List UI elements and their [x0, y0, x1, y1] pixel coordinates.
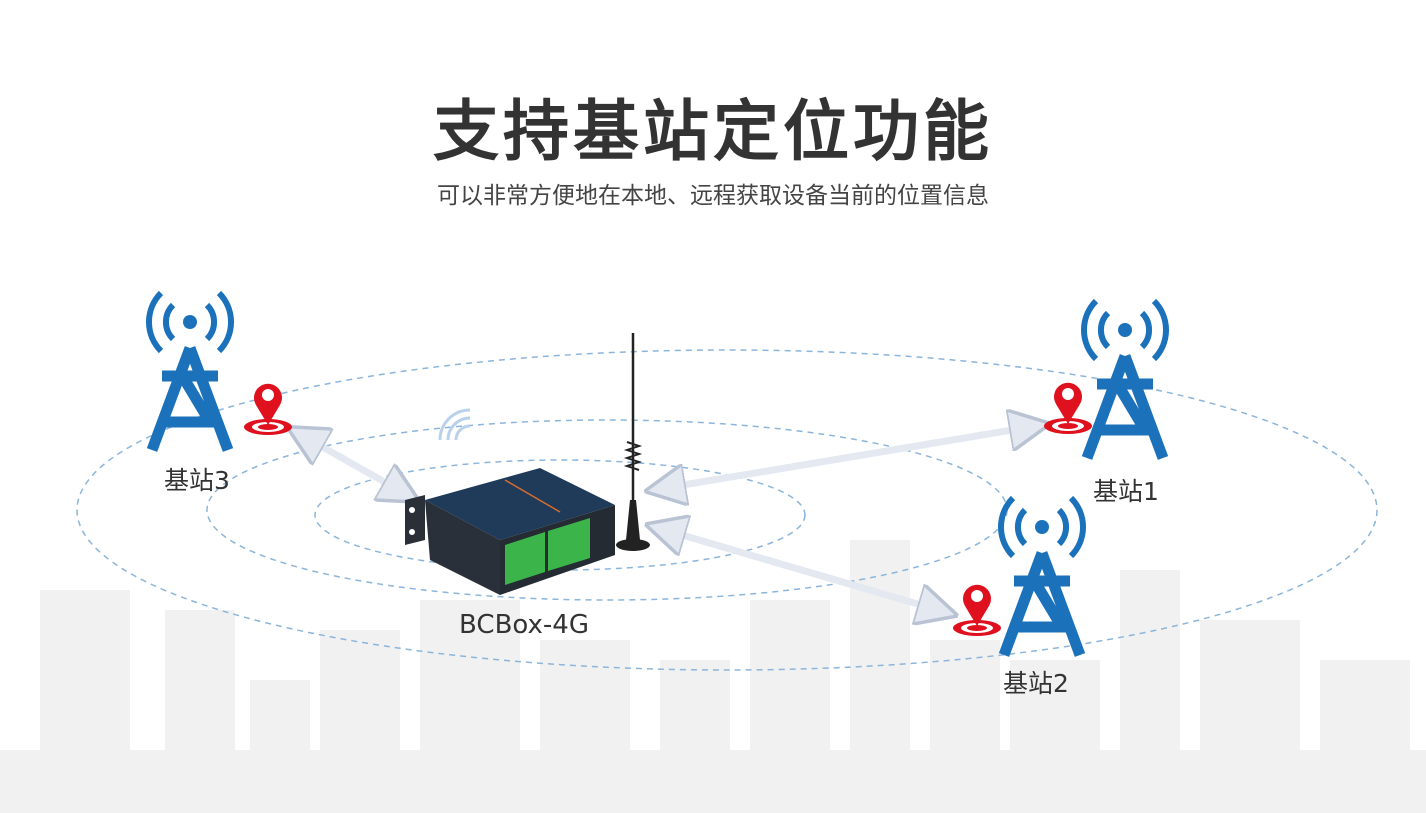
tower-icon-station1 — [1084, 301, 1166, 458]
signal-arrows — [305, 427, 1030, 610]
device-label: BCBox-4G — [459, 610, 589, 640]
antenna — [616, 333, 650, 551]
arrow-station1 — [665, 427, 1030, 488]
location-pin-icon-station3 — [244, 383, 292, 435]
arrow-station3 — [305, 437, 402, 492]
station3-label: 基站3 — [164, 466, 230, 495]
tower-icon-station3 — [149, 293, 231, 450]
city-skyline — [0, 540, 1426, 813]
station1-label: 基站1 — [1093, 477, 1159, 506]
station2-label: 基站2 — [1003, 669, 1069, 698]
location-pin-icon-station1 — [1044, 382, 1092, 434]
tower-icon-station2 — [1001, 498, 1083, 655]
location-pin-icon-station2 — [953, 584, 1001, 636]
bcbox-4g-device — [405, 468, 615, 595]
terminal-blocks — [505, 518, 590, 585]
page-title: 支持基站定位功能 — [433, 93, 993, 170]
wifi-signal-icon — [438, 408, 471, 441]
page-subtitle: 可以非常方便地在本地、远程获取设备当前的位置信息 — [437, 183, 989, 209]
arrow-station2 — [665, 530, 938, 610]
outer-ring — [76, 349, 1378, 671]
